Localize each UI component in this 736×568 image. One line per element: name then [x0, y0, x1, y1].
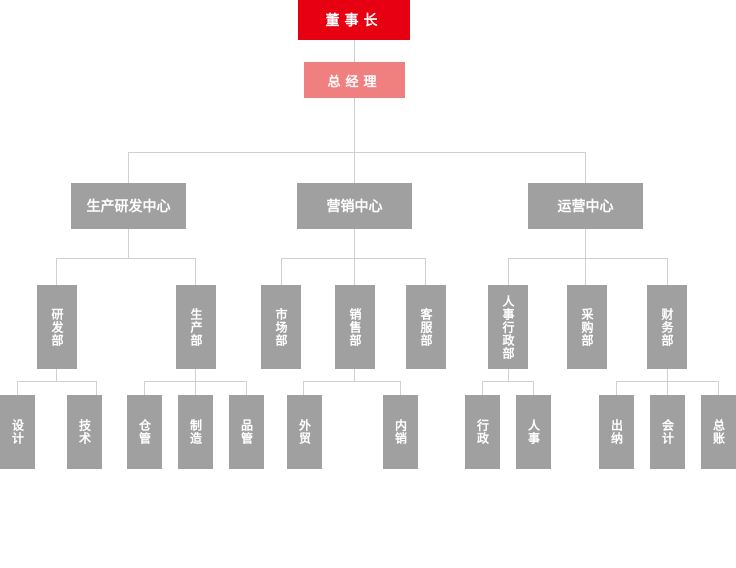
unit-manufacturing: 制造 — [178, 395, 213, 469]
unit-quality: 品管 — [229, 395, 264, 469]
center-operations: 运营中心 — [528, 183, 643, 229]
unit-accounting: 会计 — [650, 395, 685, 469]
dept-customer-service: 客服部 — [406, 285, 446, 369]
unit-design: 设计 — [0, 395, 35, 469]
chairman-box: 董事长 — [298, 0, 410, 40]
dept-hr-admin: 人事行政部 — [488, 285, 528, 369]
dept-market: 市场部 — [261, 285, 301, 369]
unit-general-ledger: 总账 — [701, 395, 736, 469]
general-manager-box: 总经理 — [304, 62, 405, 98]
unit-administration: 行政 — [465, 395, 500, 469]
center-marketing: 营销中心 — [297, 183, 412, 229]
unit-cashier: 出纳 — [599, 395, 634, 469]
unit-technology: 技术 — [67, 395, 102, 469]
unit-personnel: 人事 — [516, 395, 551, 469]
dept-rd: 研发部 — [37, 285, 77, 369]
dept-procurement: 采购部 — [567, 285, 607, 369]
unit-domestic-sales: 内销 — [383, 395, 418, 469]
unit-export: 外贸 — [287, 395, 322, 469]
dept-production: 生产部 — [176, 285, 216, 369]
dept-finance: 财务部 — [647, 285, 687, 369]
center-production-rd: 生产研发中心 — [71, 183, 186, 229]
unit-warehouse: 仓管 — [127, 395, 162, 469]
dept-sales: 销售部 — [335, 285, 375, 369]
